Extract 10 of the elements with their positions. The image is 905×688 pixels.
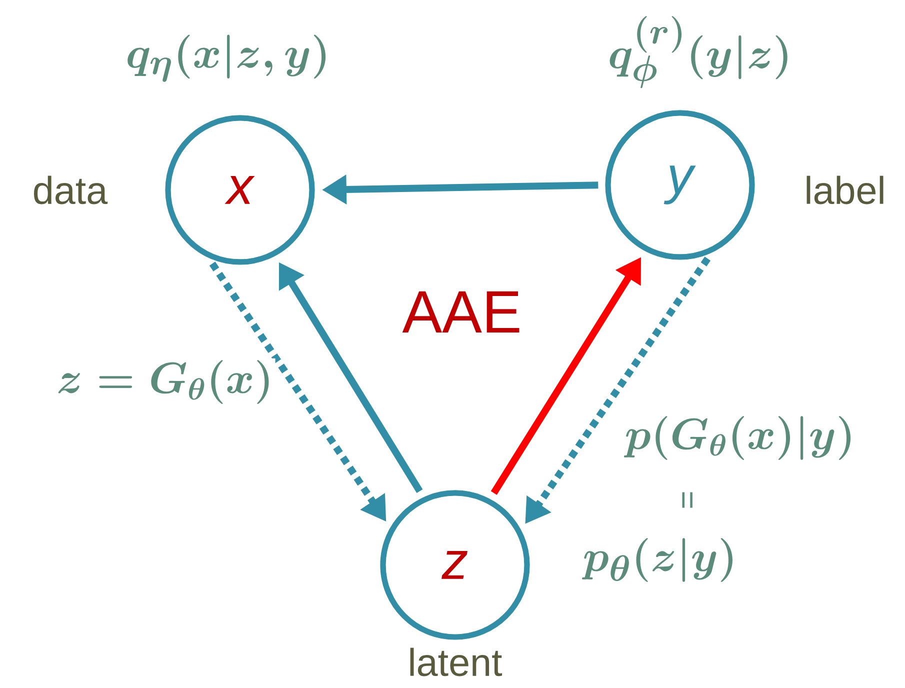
formula-label: $q_{\eta}(x|z,y)$ xyxy=(128,34,326,82)
equals-sign: = xyxy=(682,492,692,508)
node-caption: latent xyxy=(410,648,502,676)
center-label: AAE xyxy=(402,291,520,333)
formula-label: $q_{\phi}^{(r)}(y|z)$ xyxy=(610,16,788,88)
node-caption: label xyxy=(806,176,884,204)
edge-label: $z=G_{\theta}(x)$ xyxy=(54,358,276,406)
edge-label: $p(G_{\theta}(x)|y)$ xyxy=(622,414,858,462)
formula-label: $p_{\theta}(z|y)$ xyxy=(582,538,732,582)
node-caption: data xyxy=(34,176,108,204)
